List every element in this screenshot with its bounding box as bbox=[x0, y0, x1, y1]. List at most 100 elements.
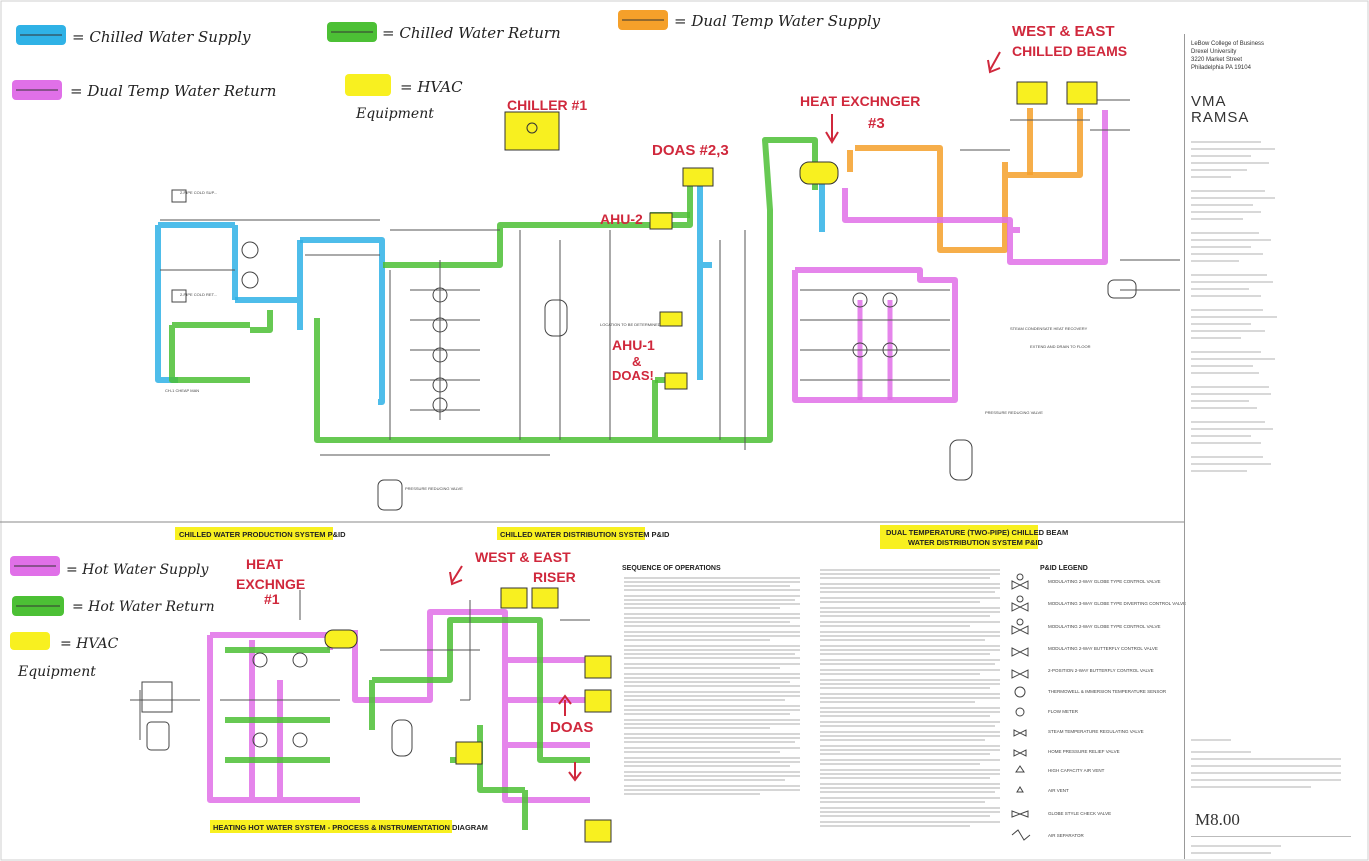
svg-text:CH-1 CHEAP MAN: CH-1 CHEAP MAN bbox=[165, 388, 199, 393]
annotation-west-east-riser: WEST & EAST bbox=[475, 549, 571, 565]
doas-box-4 bbox=[584, 819, 612, 843]
doas-box-3 bbox=[455, 741, 483, 765]
pid-legend-item: MODULATING 2-WAY GLOBE TYPE CONTROL VALV… bbox=[1048, 579, 1160, 584]
hvac-equipment-top bbox=[504, 81, 1098, 390]
firm-name-1: VMA bbox=[1191, 93, 1227, 110]
title-chilled-production: CHILLED WATER PRODUCTION SYSTEM P&ID bbox=[179, 530, 346, 539]
title-block-firm: VMA RAMSA bbox=[1191, 94, 1249, 126]
annotation-doas-bottom: DOAS bbox=[550, 719, 593, 736]
hot-water-piping bbox=[130, 590, 590, 830]
annotation-chiller-1: CHILLER #1 bbox=[507, 97, 587, 113]
technical-notes-top: 2-PIPE COLD SUP... 2-PIPE COLD RET... CH… bbox=[165, 190, 1091, 491]
annotation-heat-exchange-1: EXCHNGE bbox=[236, 576, 305, 592]
title-dual-temp-2: WATER DISTRIBUTION SYSTEM P&ID bbox=[908, 538, 1043, 547]
chilled-supply-pipe-distribution bbox=[697, 185, 712, 380]
equipment-symbols-bottom bbox=[141, 652, 413, 757]
svg-text:2-PIPE COLD RET...: 2-PIPE COLD RET... bbox=[180, 292, 217, 297]
sequence-title: SEQUENCE OF OPERATIONS bbox=[622, 565, 721, 572]
pid-legend-item: MODULATING 2-WAY BUTTERFLY CONTROL VALVE bbox=[1048, 646, 1158, 651]
equipment-symbols-top bbox=[171, 189, 1137, 511]
legend-hot-supply-label: = Hot Water Supply bbox=[66, 562, 209, 578]
annotation-heat-1-number: #1 bbox=[264, 591, 280, 607]
annotation-west-east-beams: WEST & EAST bbox=[1012, 23, 1115, 40]
legend-hvac-label: = HVAC bbox=[400, 78, 463, 96]
hvac-equipment-bottom bbox=[324, 587, 612, 843]
pid-legend-item: HIGH CAPACITY AIR VENT bbox=[1048, 768, 1105, 773]
chilled-supply-pipe-production bbox=[155, 222, 385, 405]
east-chilled-beam-box bbox=[1066, 81, 1098, 105]
pid-legend-item: AIR VENT bbox=[1048, 788, 1069, 793]
chiller-1-box bbox=[504, 111, 560, 151]
pid-legend-title: P&ID LEGEND bbox=[1040, 565, 1088, 572]
annotation-ampersand: & bbox=[632, 354, 641, 369]
section-titles-top: CHILLED WATER PRODUCTION SYSTEM P&ID CHI… bbox=[175, 525, 1068, 549]
dual-return-pipe bbox=[842, 110, 1108, 265]
pid-legend-item: STEAM TEMPERATURE REGULATING VALVE bbox=[1048, 729, 1144, 734]
revision-block bbox=[1191, 734, 1351, 793]
pid-legend-item: GLOBE STYLE CHECK VALVE bbox=[1048, 811, 1111, 816]
bottom-legend: = Hot Water Supply = Hot Water Return = … bbox=[10, 556, 215, 680]
legend-hvac-bottom-label-2: Equipment bbox=[17, 664, 96, 680]
client-name: LeBow College of Business bbox=[1191, 41, 1265, 47]
heat-exchanger-1-symbol bbox=[324, 629, 358, 649]
title-block-client: LeBow College of Business Drexel Univers… bbox=[1191, 40, 1264, 72]
west-riser-box bbox=[500, 587, 528, 609]
ahu-2-box bbox=[649, 212, 673, 230]
svg-text:2-PIPE COLD SUP...: 2-PIPE COLD SUP... bbox=[180, 190, 217, 195]
ahu-1-box bbox=[659, 311, 683, 327]
title-chilled-distribution: CHILLED WATER DISTRIBUTION SYSTEM P&ID bbox=[500, 530, 670, 539]
svg-text:PRESSURE REDUCING VALVE: PRESSURE REDUCING VALVE bbox=[985, 410, 1043, 415]
annotations-bottom: HEAT EXCHNGE #1 WEST & EAST RISER DOAS bbox=[236, 549, 593, 782]
svg-text:EXTEND AND DRAIN TO FLOOR: EXTEND AND DRAIN TO FLOOR bbox=[1030, 344, 1091, 349]
pid-legend-item: FLOW METER bbox=[1048, 709, 1079, 714]
chilled-return-pipe-distribution bbox=[314, 137, 818, 443]
svg-text:LOCATION TO BE DETERMINED: LOCATION TO BE DETERMINED bbox=[600, 322, 661, 327]
pid-legend-item: HOME PRESSURE RELIEF VALVE bbox=[1048, 749, 1120, 754]
annotation-ahu-2: AHU-2 bbox=[600, 211, 643, 227]
top-legend: = Chilled Water Supply = Chilled Water R… bbox=[12, 10, 881, 122]
title-block: LeBow College of Business Drexel Univers… bbox=[1184, 34, 1368, 859]
sheet-number: M8.00 bbox=[1195, 810, 1240, 829]
legend-hot-return-label: = Hot Water Return bbox=[72, 599, 215, 615]
legend-hvac-swatch bbox=[345, 74, 391, 96]
sequence-of-operations: SEQUENCE OF OPERATIONS bbox=[622, 565, 1000, 827]
pid-legend-item: MODULATING 2-WAY GLOBE TYPE CONTROL VALV… bbox=[1048, 624, 1160, 629]
svg-text:STEAM CONDENSATE HEAT RECOVERY: STEAM CONDENSATE HEAT RECOVERY bbox=[1010, 326, 1088, 331]
annotation-riser: RISER bbox=[533, 569, 576, 585]
annotation-doas-2-3: DOAS #2,3 bbox=[652, 142, 729, 159]
legend-hvac-bottom-label: = HVAC bbox=[60, 636, 119, 652]
legend-chilled-return-label: = Chilled Water Return bbox=[382, 24, 561, 42]
doas-2-3-box bbox=[682, 167, 714, 187]
svg-text:PRESSURE REDUCING VALVE: PRESSURE REDUCING VALVE bbox=[405, 486, 463, 491]
sequence-text-block bbox=[624, 569, 1000, 827]
section-title-bottom: HEATING HOT WATER SYSTEM - PROCESS & INS… bbox=[210, 820, 488, 833]
annotation-heat-1: HEAT bbox=[246, 556, 284, 572]
pid-legend: P&ID LEGEND MODULATING 2-WAY GLOBE TYPE … bbox=[1011, 565, 1186, 841]
doas-1-box bbox=[664, 372, 688, 390]
annotation-heat-exchanger-3-number: #3 bbox=[868, 115, 885, 132]
pid-legend-item: MODULATING 3-WAY GLOBE TYPE DIVERTING CO… bbox=[1048, 601, 1186, 606]
doas-box-2 bbox=[584, 689, 612, 713]
pid-legend-item: 2-POSITION 2-WAY BUTTERFLY CONTROL VALVE bbox=[1048, 668, 1154, 673]
legend-dual-supply-label: = Dual Temp Water Supply bbox=[674, 12, 881, 30]
annotation-ahu-1: AHU-1 bbox=[612, 337, 655, 353]
client-city: Philadelphia PA 19104 bbox=[1191, 65, 1251, 71]
annotation-chilled-beams: CHILLED BEAMS bbox=[1012, 43, 1127, 59]
legend-hvac-label-2: Equipment bbox=[355, 106, 434, 122]
heat-exchanger-3-symbol bbox=[799, 161, 839, 185]
legend-hvac-bottom-swatch bbox=[10, 632, 50, 650]
annotation-heat-exchanger-3: HEAT EXCHNGER bbox=[800, 93, 920, 109]
title-dual-temp-1: DUAL TEMPERATURE (TWO-PIPE) CHILLED BEAM bbox=[886, 528, 1068, 537]
east-riser-box bbox=[531, 587, 559, 609]
doas-box-1 bbox=[584, 655, 612, 679]
consultant-list bbox=[1191, 136, 1281, 477]
firm-name-2: RAMSA bbox=[1191, 109, 1250, 126]
client-university: Drexel University bbox=[1191, 49, 1237, 55]
annotations-top: CHILLER #1 DOAS #2,3 AHU-2 AHU-1 & DOAS!… bbox=[507, 23, 1127, 383]
hot-return-pipe bbox=[225, 617, 590, 763]
west-chilled-beam-box bbox=[1016, 81, 1048, 105]
legend-dual-return-label: = Dual Temp Water Return bbox=[70, 82, 276, 100]
legend-chilled-supply-label: = Chilled Water Supply bbox=[72, 28, 251, 46]
